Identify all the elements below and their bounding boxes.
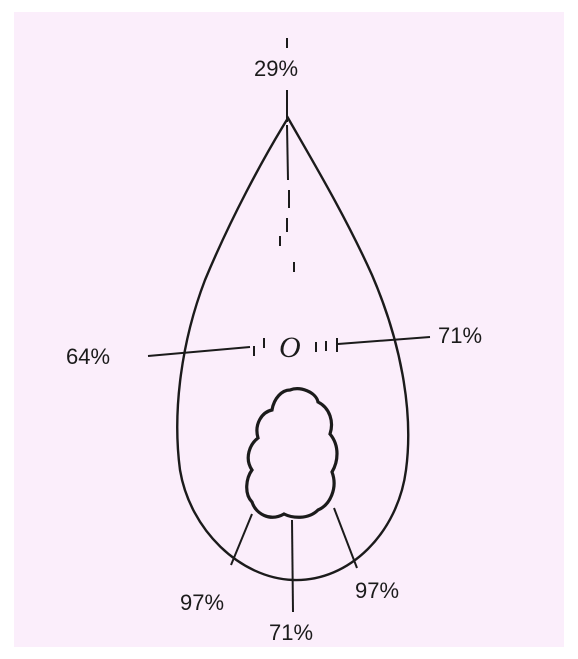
apex-percentage-label: 29% bbox=[254, 58, 298, 80]
bottom-center-leader-line bbox=[292, 520, 293, 612]
left-leader-line bbox=[148, 347, 250, 356]
inner-blob bbox=[247, 389, 337, 518]
left-percentage-label: 64% bbox=[66, 346, 110, 368]
bottom-right-leader-line bbox=[334, 508, 357, 568]
right-percentage-label: 71% bbox=[438, 325, 482, 347]
dashed-axis bbox=[280, 125, 294, 272]
bottom-left-percentage-label: 97% bbox=[180, 592, 224, 614]
center-mark: O bbox=[279, 331, 301, 364]
right-leader-line bbox=[338, 337, 430, 344]
bottom-right-percentage-label: 97% bbox=[355, 580, 399, 602]
bottom-center-percentage-label: 71% bbox=[269, 622, 313, 644]
bottom-left-leader-line bbox=[231, 514, 252, 565]
